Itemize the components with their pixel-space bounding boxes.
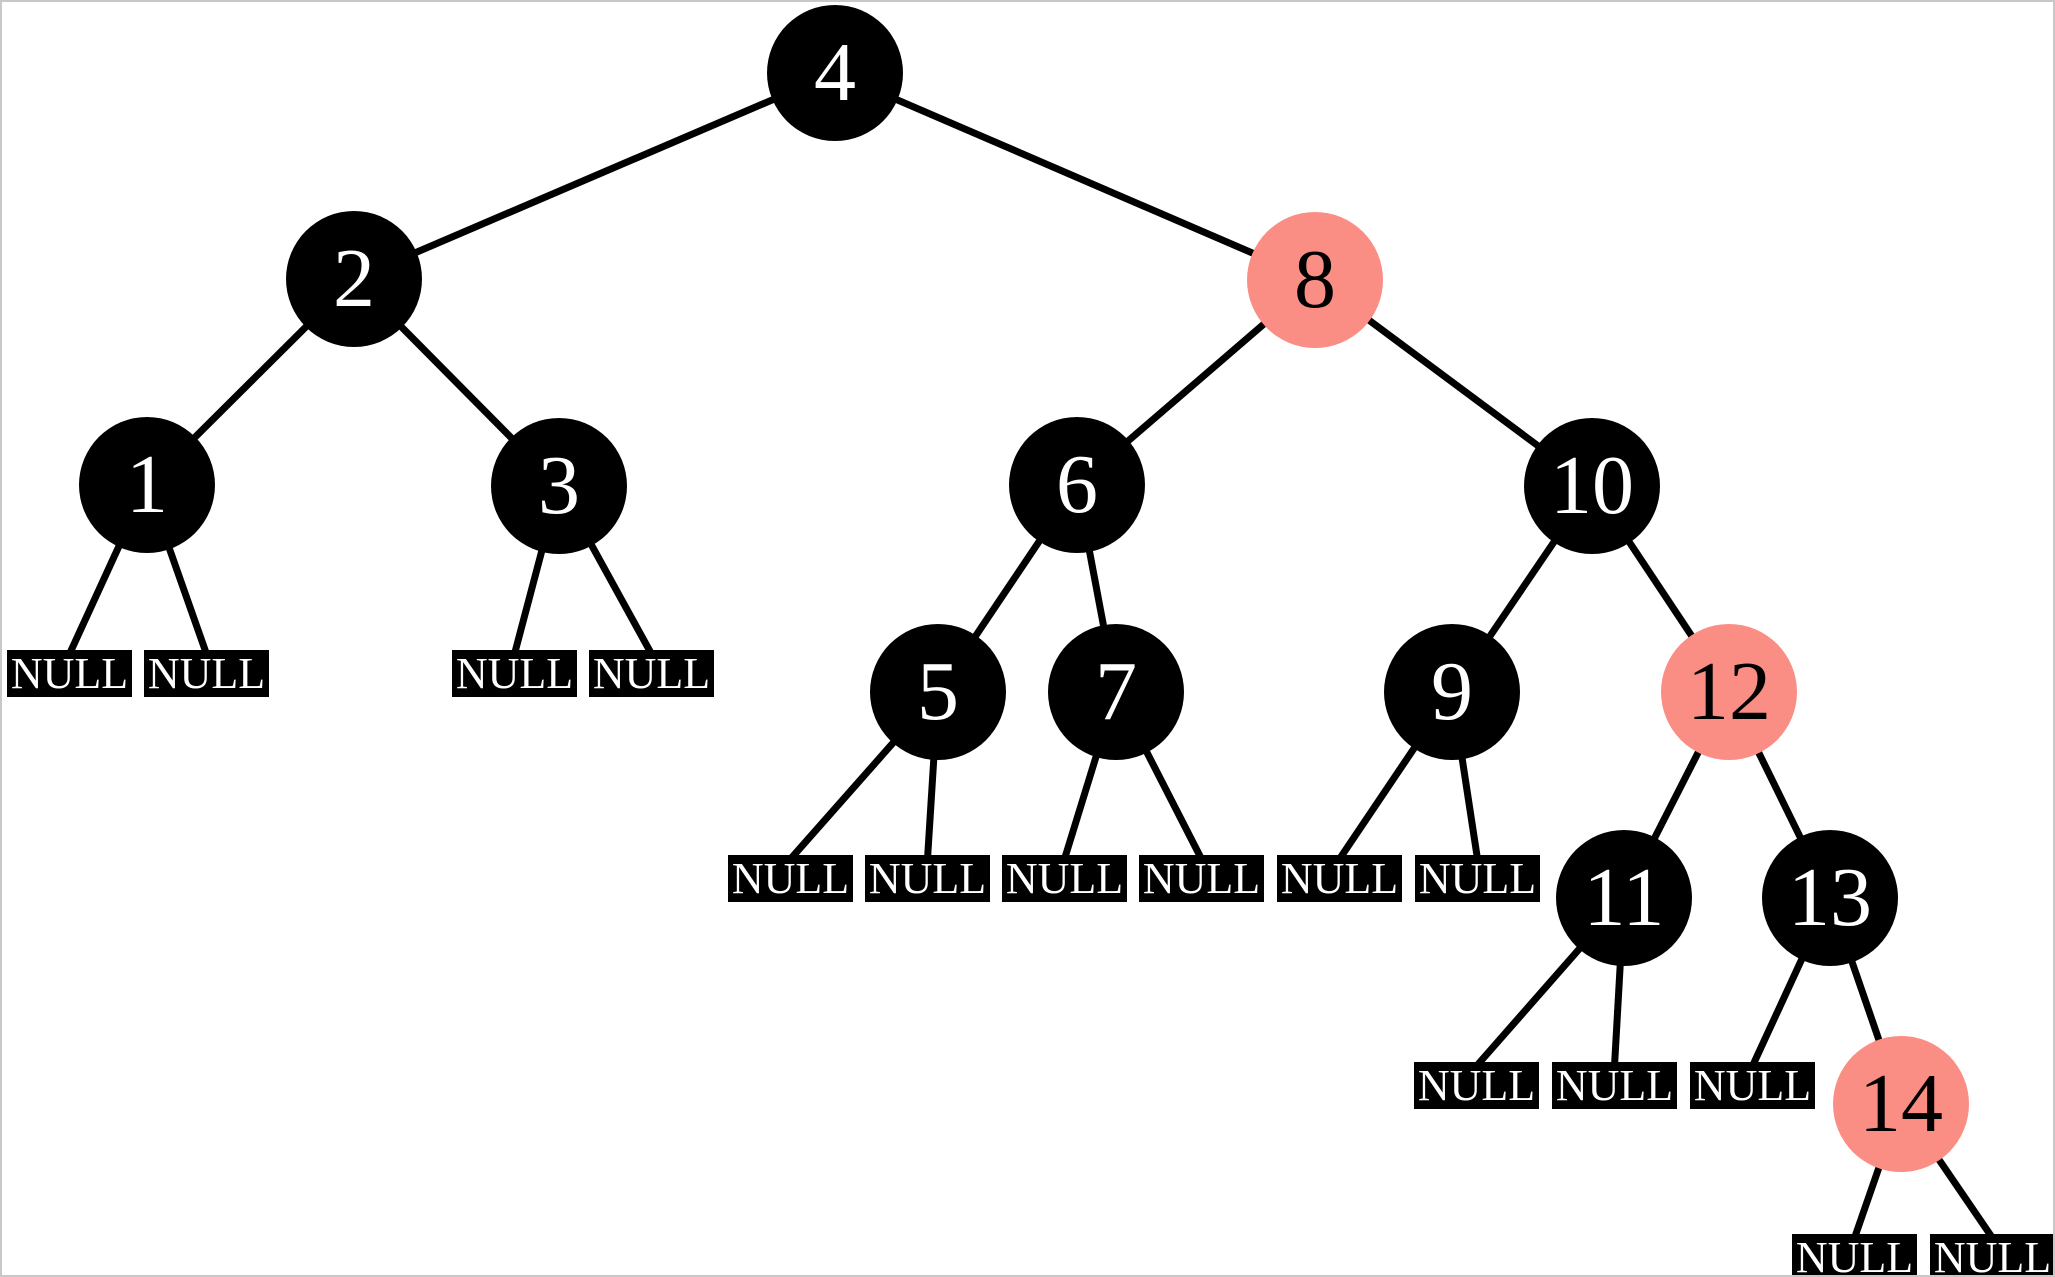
null-leaf-label: NULL [1005, 854, 1124, 903]
null-leaf-label: NULL [147, 649, 266, 698]
null-leaf-label: NULL [1418, 854, 1537, 903]
tree-node-label: 14 [1859, 1057, 1943, 1150]
tree-node-12: 12 [1661, 624, 1797, 760]
null-leaf-label: NULL [1417, 1061, 1536, 1110]
tree-node-label: 4 [814, 26, 856, 119]
tree-node-label: 6 [1056, 438, 1098, 531]
null-5-right: NULL [865, 855, 990, 902]
null-13-left: NULL [1690, 1062, 1815, 1109]
null-leaf-label: NULL [455, 649, 574, 698]
null-3-left: NULL [452, 650, 577, 697]
tree-node-label: 11 [1583, 851, 1665, 944]
tree-node-6: 6 [1009, 417, 1145, 553]
tree-node-label: 2 [333, 232, 375, 325]
null-leaf-label: NULL [731, 854, 850, 903]
tree-node-14: 14 [1833, 1036, 1969, 1172]
tree-node-label: 12 [1687, 645, 1771, 738]
null-leaf-label: NULL [1280, 854, 1399, 903]
null-leaf-label: NULL [1933, 1233, 2052, 1277]
null-14-right: NULL [1930, 1233, 2053, 1277]
tree-node-label: 1 [126, 438, 168, 531]
tree-node-1: 1 [79, 417, 215, 553]
tree-node-11: 11 [1556, 830, 1692, 966]
tree-node-label: 5 [917, 645, 959, 738]
null-14-left: NULL [1792, 1233, 1917, 1277]
null-7-right: NULL [1139, 855, 1264, 902]
null-9-right: NULL [1415, 855, 1540, 902]
tree-node-label: 13 [1788, 851, 1872, 944]
tree-node-13: 13 [1762, 830, 1898, 966]
null-5-left: NULL [728, 855, 853, 902]
null-leaf-label: NULL [10, 649, 129, 698]
tree-node-label: 8 [1294, 233, 1336, 326]
null-leaf-label: NULL [868, 854, 987, 903]
null-1-right: NULL [144, 650, 269, 697]
null-leaf-label: NULL [1142, 854, 1261, 903]
null-leaf-label: NULL [1555, 1061, 1674, 1110]
tree-node-2: 2 [286, 211, 422, 347]
tree-edge-4-2 [352, 69, 837, 283]
null-9-left: NULL [1277, 855, 1402, 902]
null-7-left: NULL [1002, 855, 1127, 902]
tree-node-7: 7 [1048, 624, 1184, 760]
tree-node-4: 4 [767, 5, 903, 141]
null-leaf-label: NULL [1795, 1233, 1914, 1277]
tree-edge-4-8 [833, 69, 1317, 284]
null-1-left: NULL [7, 650, 132, 697]
null-leaf-label: NULL [592, 649, 711, 698]
null-11-left: NULL [1414, 1062, 1539, 1109]
tree-node-label: 7 [1095, 645, 1137, 738]
tree-node-5: 5 [870, 624, 1006, 760]
tree-node-label: 3 [538, 439, 580, 532]
tree-node-3: 3 [491, 418, 627, 554]
null-leaf-label: NULL [1693, 1061, 1812, 1110]
tree-node-label: 9 [1431, 645, 1473, 738]
null-3-right: NULL [589, 650, 714, 697]
tree-node-8: 8 [1247, 212, 1383, 348]
tree-node-9: 9 [1384, 624, 1520, 760]
null-11-right: NULL [1552, 1062, 1677, 1109]
tree-node-label: 10 [1550, 439, 1634, 532]
tree-node-10: 10 [1524, 418, 1660, 554]
